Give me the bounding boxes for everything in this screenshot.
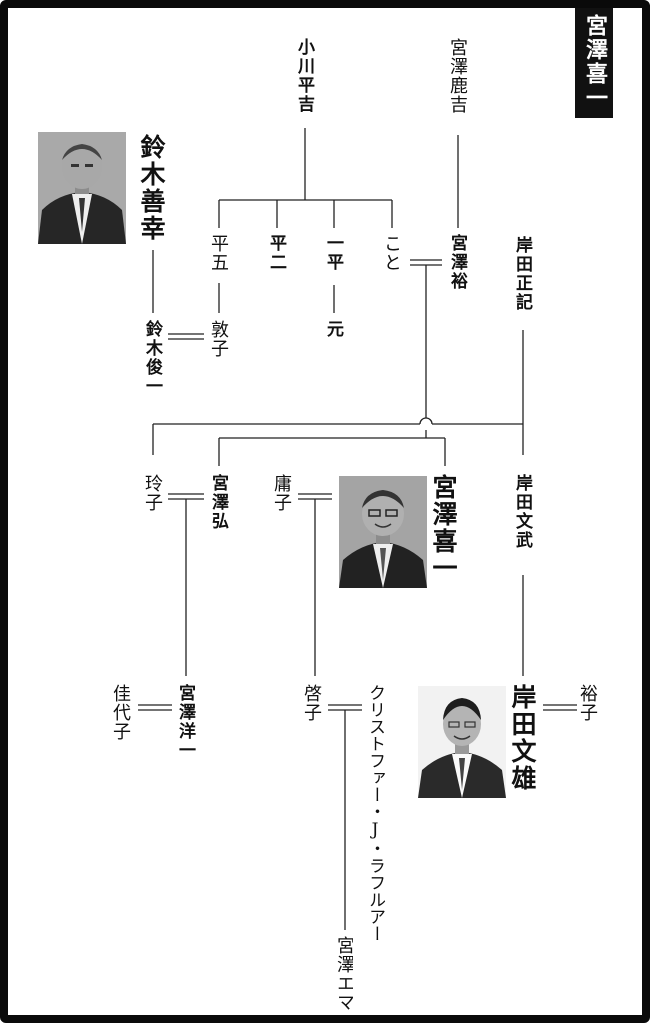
name-kishida-masaki: 岸田正記 — [512, 236, 532, 312]
name-suzuki-shunichi: 鈴木俊一 — [142, 320, 162, 396]
name-suzuki-yoshiyuki: 鈴木善幸 — [137, 134, 166, 242]
name-kayoko: 佳代子 — [110, 684, 131, 741]
name-atsuko: 敦子 — [208, 320, 229, 358]
name-heiji: 平二 — [266, 234, 286, 272]
name-miyazawa-emma: 宮澤エマ — [335, 936, 353, 1012]
name-christopher-lafleur: クリストファー・J・ラフルアー — [365, 684, 385, 942]
name-reiko: 玲子 — [142, 474, 163, 512]
suzuki-yoshiyuki-photo — [38, 132, 126, 244]
name-heigo: 平五 — [208, 234, 229, 272]
name-kishida-fumitake: 岸田文武 — [512, 474, 532, 550]
name-ippei: 一平 — [323, 234, 343, 272]
name-miyazawa-yoichi: 宮澤洋一 — [175, 684, 195, 760]
kishida-fumio-photo — [418, 686, 506, 798]
title-label-box: 宮澤喜一 — [575, 8, 613, 118]
name-miyazawa-kiichi: 宮澤喜一 — [429, 474, 458, 582]
name-koto: こと — [381, 234, 402, 272]
name-miyazawa-shikakichi: 宮澤鹿吉 — [447, 38, 468, 114]
name-kishida-fumio: 岸田文雄 — [508, 684, 537, 792]
name-miyazawa-yutaka: 宮澤裕 — [447, 234, 467, 291]
name-miyazawa-hiroshi: 宮澤弘 — [208, 474, 228, 531]
title-label: 宮澤喜一 — [582, 14, 607, 110]
name-ogawa-heikichi: 小川平吉 — [294, 38, 314, 114]
miyazawa-kiichi-photo — [339, 476, 427, 588]
name-yoko: 庸子 — [271, 474, 292, 512]
name-yuko: 裕子 — [577, 684, 598, 722]
name-hajime: 元 — [323, 320, 343, 339]
name-keiko: 啓子 — [301, 684, 322, 722]
